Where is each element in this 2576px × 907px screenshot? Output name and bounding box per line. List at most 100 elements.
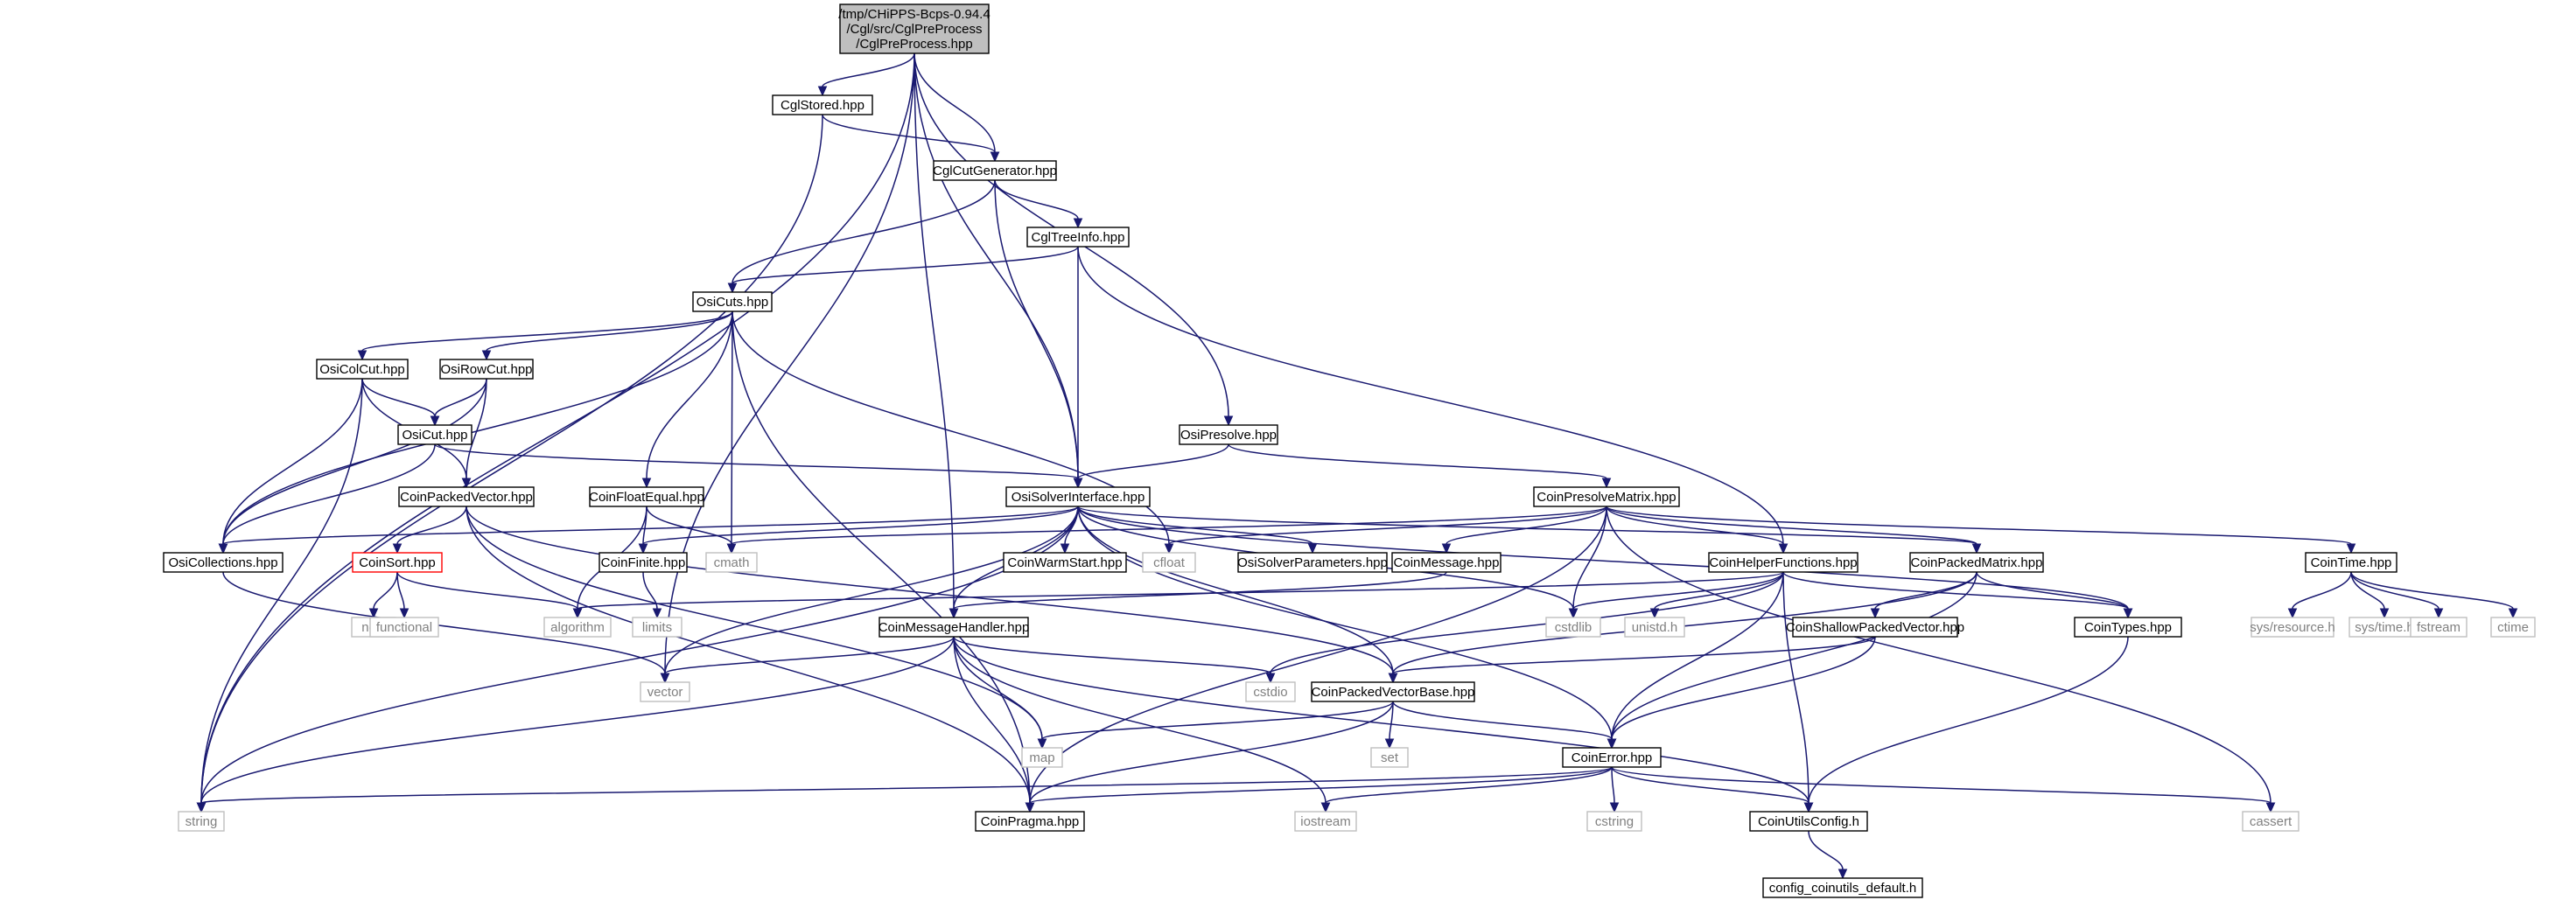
node-osirowcut[interactable]: OsiRowCut.hpp [439,359,534,380]
node-box-set [1370,747,1409,768]
node-label-coinfinite: CoinFinite.hpp [601,555,686,570]
edge-cgltreeinfo-coinhelperfunctions [1077,246,1788,555]
node-coinhelperfunctions[interactable]: CoinHelperFunctions.hpp [1708,552,1858,573]
node-label-osisolverinterface: OsiSolverInterface.hpp [1012,490,1145,505]
edge-osirowcut-osicut [430,378,487,427]
node-label-unistd: unistd.h [1632,620,1678,635]
node-label-root: /CglPreProcess.hpp [856,37,972,52]
node-coinpragma[interactable]: CoinPragma.hpp [975,811,1085,832]
node-box-osirowcut [439,359,534,380]
node-coinshallow[interactable]: CoinShallowPackedVector.hpp [1786,617,1964,638]
edge-osicuts-osicolcut [357,310,733,361]
edge-osirowcut-osicollections [218,378,487,555]
node-box-cointime [2305,552,2398,573]
node-box-coinmessagehandler [878,617,1029,638]
node-functional: functional [369,617,439,638]
node-coinfinite[interactable]: CoinFinite.hpp [598,552,688,573]
node-box-coinpresolvematrix [1533,486,1680,507]
node-cstdlib: cstdlib [1545,617,1601,638]
node-box-coinwarmstart [1003,552,1127,573]
node-label-coinpresolvematrix: CoinPresolveMatrix.hpp [1536,490,1676,505]
node-limits: limits [632,617,682,638]
node-cgltreeinfo[interactable]: CglTreeInfo.hpp [1026,227,1130,248]
node-label-osirowcut: OsiRowCut.hpp [440,362,532,377]
node-label-cointypes: CoinTypes.hpp [2084,620,2172,635]
node-box-functional [369,617,439,638]
node-osicolcut[interactable]: OsiColCut.hpp [316,359,409,380]
node-algorithm: algorithm [543,617,612,638]
node-label-vector: vector [648,685,683,700]
edge-coinhelperfunctions-algorithm [572,571,1784,619]
edge-osicuts-coinfloatequal [641,310,733,489]
edge-coinerror-cstring [1609,766,1620,813]
node-coinpresolvematrix[interactable]: CoinPresolveMatrix.hpp [1533,486,1680,507]
node-box-osisolverinterface [1005,486,1151,507]
node-coinfloatequal[interactable]: CoinFloatEqual.hpp [589,486,704,507]
node-label-ctime: ctime [2497,620,2529,635]
node-cointypes[interactable]: CoinTypes.hpp [2074,617,2182,638]
node-vector: vector [640,681,690,702]
edge-coinpackedmatrix-cointypes [1976,571,2133,619]
node-iostream: iostream [1294,811,1357,832]
node-coinerror[interactable]: CoinError.hpp [1562,747,1662,768]
edge-coinpackedmatrix-coinerror [1606,571,1978,750]
node-box-coinpackedvectorbase [1311,681,1475,702]
node-coinmessage[interactable]: CoinMessage.hpp [1391,552,1502,573]
edge-coinsort-functional [396,571,410,619]
edge-coinerror-coinpragma [1025,766,1613,813]
node-label-coinpragma: CoinPragma.hpp [981,814,1080,829]
node-label-coinshallow: CoinShallowPackedVector.hpp [1786,620,1964,635]
node-coinutilsconfig[interactable]: CoinUtilsConfig.h [1749,811,1868,832]
node-label-osisolverparams: OsiSolverParameters.hpp [1237,555,1388,570]
node-label-cglcutgen: CglCutGenerator.hpp [933,164,1057,178]
node-label-string: string [186,814,218,829]
node-box-cgltreeinfo [1026,227,1130,248]
node-cglcutgen[interactable]: CglCutGenerator.hpp [933,160,1057,181]
node-coinsort[interactable]: CoinSort.hpp [352,552,443,573]
node-osicollections[interactable]: OsiCollections.hpp [163,552,284,573]
edge-coinmessagehandler-coinpragma [953,636,1035,813]
edge-osisolverinterface-coinfinite [638,506,1079,555]
node-coinpackedvector[interactable]: CoinPackedVector.hpp [398,486,535,507]
node-label-systime: sys/time.h [2355,620,2414,635]
node-coinmessagehandler[interactable]: CoinMessageHandler.hpp [878,617,1030,638]
node-osisolverparams[interactable]: OsiSolverParameters.hpp [1237,552,1388,573]
node-coinwarmstart[interactable]: CoinWarmStart.hpp [1003,552,1127,573]
node-osicuts[interactable]: OsiCuts.hpp [692,291,773,312]
node-box-cstring [1586,811,1642,832]
edge-osisolverinterface-osisolverparams [1077,506,1318,555]
node-sysresource: sys/resource.h [2250,617,2335,638]
edge-coinsort-algorithm [396,571,583,619]
node-cointime[interactable]: CoinTime.hpp [2305,552,2398,573]
node-box-cassert [2242,811,2300,832]
node-coinpackedmatrix[interactable]: CoinPackedMatrix.hpp [1909,552,2044,573]
edge-coinpresolvematrix-coinhelperfunctions [1606,506,1788,555]
node-osisolverinterface[interactable]: OsiSolverInterface.hpp [1005,486,1151,507]
node-cstring: cstring [1586,811,1642,832]
edge-osicuts-cmath [726,310,737,555]
edge-cglcutgen-cgltreeinfo [994,179,1083,229]
node-box-cglcutgen [933,160,1057,181]
node-root[interactable]: /tmp/CHiPPS-Bcps-0.94.4/Cgl/src/CglPrePr… [838,3,990,54]
node-box-coinfinite [598,552,688,573]
edge-cointime-ctime [2350,571,2518,619]
node-osipresolve[interactable]: OsiPresolve.hpp [1179,424,1278,445]
node-box-cglstored [772,94,873,115]
edge-cointime-fstream [2350,571,2444,619]
node-osicut[interactable]: OsiCut.hpp [397,424,472,445]
node-box-cstdio [1245,681,1296,702]
edge-osisolverinterface-coinerror [1077,506,1617,750]
node-box-coinfloatequal [589,486,704,507]
node-box-unistd [1624,617,1685,638]
node-label-coinerror: CoinError.hpp [1572,750,1653,765]
edge-osisolverinterface-osicollections [218,506,1079,555]
node-coinpackedvectorbase[interactable]: CoinPackedVectorBase.hpp [1311,681,1475,702]
node-fstream: fstream [2410,617,2468,638]
edge-osicuts-osirowcut [481,310,733,361]
edge-coinmessagehandler-vector [660,636,955,684]
node-configdefault[interactable]: config_coinutils_default.h [1762,877,1923,898]
node-box-string [178,811,225,832]
node-cglstored[interactable]: CglStored.hpp [772,94,873,115]
node-box-coinerror [1562,747,1662,768]
